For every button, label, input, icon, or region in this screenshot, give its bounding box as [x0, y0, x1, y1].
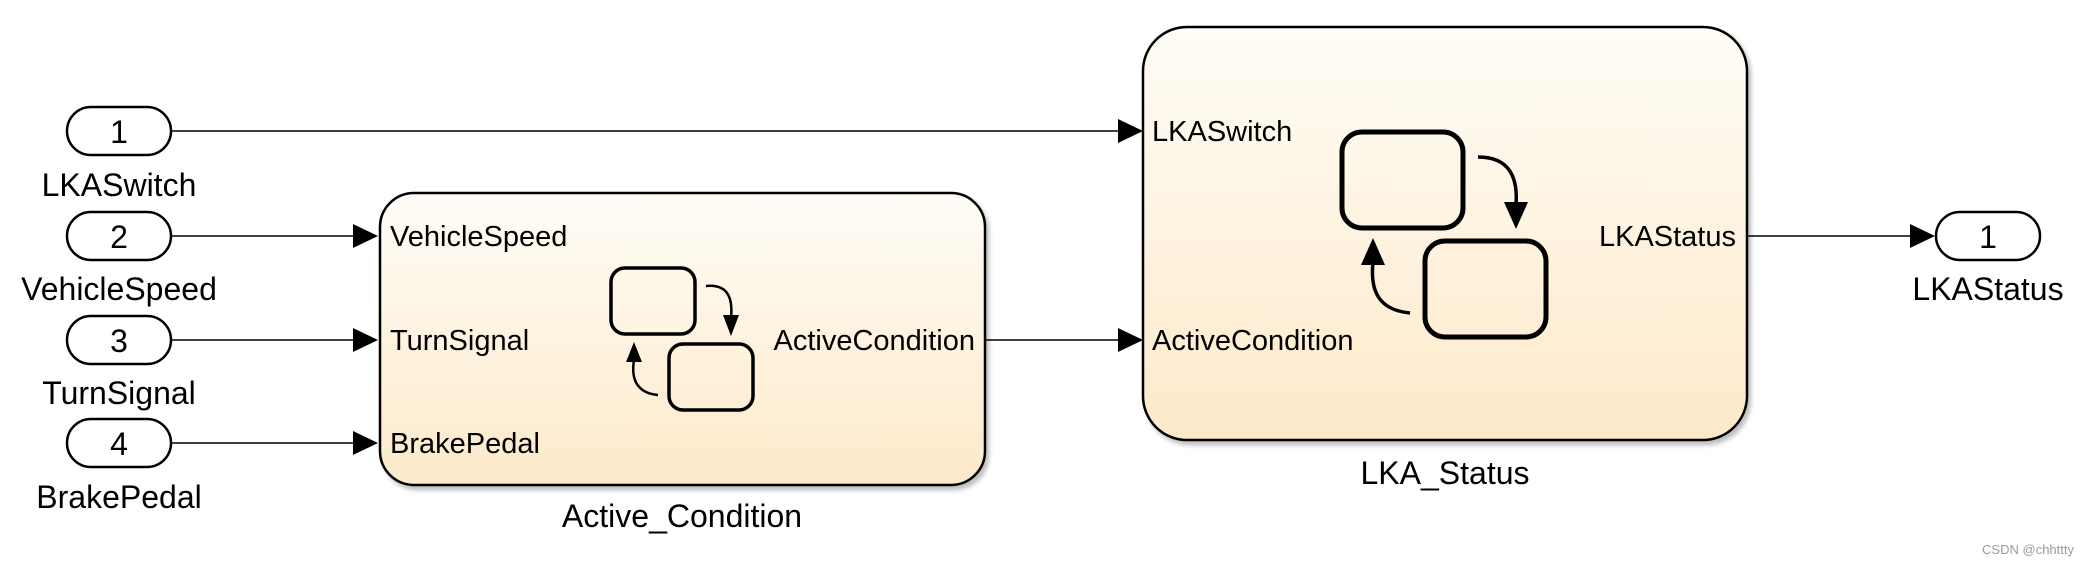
inport-label: BrakePedal: [36, 479, 201, 515]
arrowhead-vehiclespeed: [353, 224, 378, 248]
outport-1[interactable]: 1 LKAStatus: [1912, 210, 2064, 307]
block-input-port-label: LKASwitch: [1152, 116, 1292, 148]
outport-label: LKAStatus: [1912, 271, 2063, 307]
block-input-port-label: ActiveCondition: [1152, 325, 1354, 357]
stateflow-arrowheads: [626, 315, 739, 362]
inport-number: 4: [110, 426, 128, 462]
inport-number: 2: [110, 219, 128, 255]
active-condition-block[interactable]: VehicleSpeed TurnSignal BrakePedal Activ…: [378, 191, 987, 534]
block-output-port-label: LKAStatus: [1599, 221, 1736, 253]
arrowhead-turnsignal: [353, 328, 378, 352]
signal-arrowheads: [353, 119, 1935, 455]
signal-lines: [171, 130, 1910, 444]
inport-label: VehicleSpeed: [21, 271, 217, 307]
inport-2[interactable]: 2 VehicleSpeed: [21, 210, 217, 307]
inport-1[interactable]: 1 LKASwitch: [42, 105, 197, 203]
block-input-port-label: BrakePedal: [390, 428, 540, 460]
block-name-label: Active_Condition: [562, 498, 802, 534]
stateflow-arrowheads: [1361, 202, 1528, 265]
block-name-label: LKA_Status: [1361, 455, 1530, 491]
inport-label: TurnSignal: [42, 375, 196, 411]
block-input-port-label: TurnSignal: [390, 325, 529, 357]
outport-number: 1: [1979, 219, 1997, 255]
inport-number: 3: [110, 323, 128, 359]
arrowhead-lkastatus: [1910, 224, 1935, 248]
arrowhead-lkaswitch: [1118, 119, 1143, 143]
inport-4[interactable]: 4 BrakePedal: [36, 417, 202, 515]
stateflow-chart-icon: [609, 266, 755, 412]
block-output-port-label: ActiveCondition: [774, 325, 976, 357]
block-input-port-label: VehicleSpeed: [390, 221, 567, 253]
stateflow-chart-icon: [1339, 129, 1549, 340]
inport-3[interactable]: 3 TurnSignal: [42, 314, 196, 411]
arrowhead-brakepedal: [353, 431, 378, 455]
lka-status-block[interactable]: LKASwitch ActiveCondition LKAStatus LKA_…: [1141, 25, 1749, 491]
inport-label: LKASwitch: [42, 167, 197, 203]
inport-number: 1: [110, 114, 128, 150]
watermark: CSDN @chhttty: [1982, 542, 2074, 557]
arrowhead-activecondition: [1118, 328, 1143, 352]
